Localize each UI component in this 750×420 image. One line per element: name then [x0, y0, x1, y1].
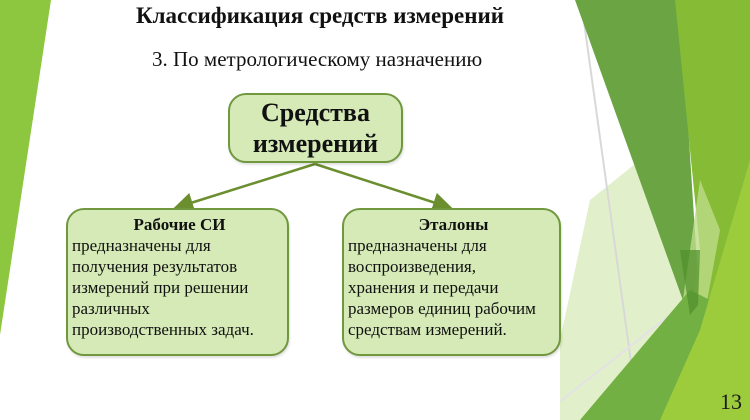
right-bright-green	[660, 160, 750, 420]
node-text-line: получения результатов	[72, 257, 238, 276]
node-working-instruments: Рабочие СИ предназначены для получения р…	[66, 208, 289, 356]
left-green-wedge	[0, 0, 51, 335]
node-text-line: средствам измерений.	[348, 320, 507, 339]
node-text-line: различных	[72, 299, 150, 318]
node-text-line: воспроизведения,	[348, 257, 476, 276]
node-text-line: измерений при решении	[72, 278, 249, 297]
root-node-line-2: измерений	[252, 129, 379, 158]
node-text-line: предназначены для	[72, 236, 211, 255]
arrow-to-standards	[314, 162, 453, 212]
right-mid-green-band	[575, 0, 700, 320]
root-node-measuring-instruments: Средства измерений	[228, 93, 403, 163]
node-standards: Эталоны предназначены для воспроизведени…	[342, 208, 561, 356]
right-thin-line-2	[560, 290, 701, 402]
node-heading: Рабочие СИ	[133, 215, 226, 234]
slide-subtitle: 3. По метрологическому назначению	[152, 47, 483, 71]
slide-page-number: 13	[720, 389, 742, 414]
node-text-line: предназначены для	[348, 236, 487, 255]
right-dark-accent	[680, 250, 700, 315]
slide-title: Классификация средств измерений	[135, 3, 505, 28]
node-text-line: производственных задач.	[72, 320, 254, 339]
arrow-to-working-instruments	[173, 162, 316, 213]
node-heading: Эталоны	[418, 215, 489, 234]
right-thin-line-1	[580, 0, 640, 420]
node-text-line: размеров единиц рабочим	[348, 299, 536, 318]
root-node-line-1: Средства	[261, 98, 370, 127]
node-text-line: хранения и передачи	[348, 278, 499, 297]
